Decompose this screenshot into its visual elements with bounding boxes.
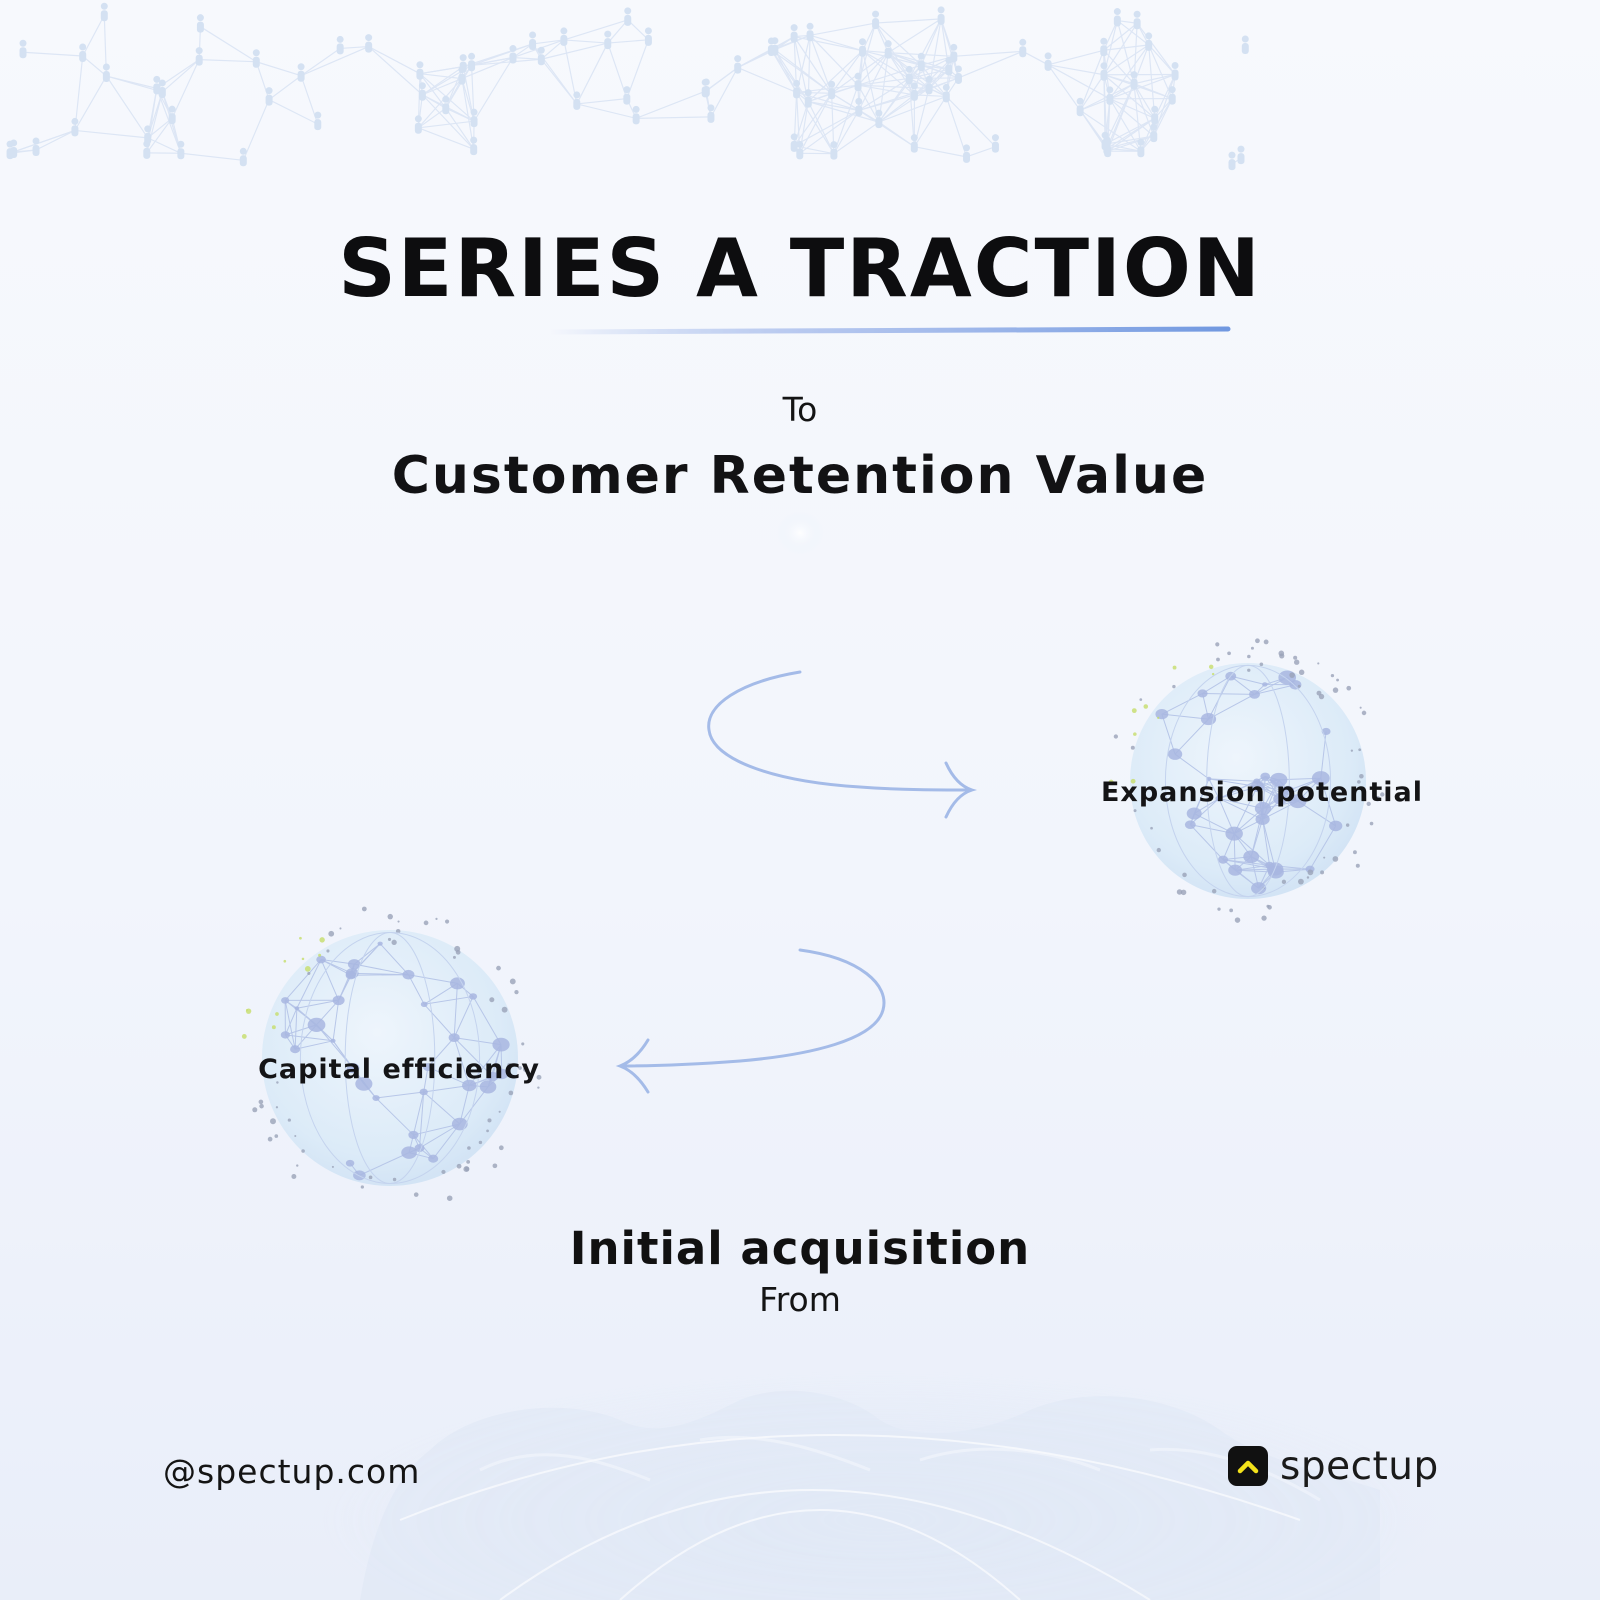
brand-name: spectup (1280, 1443, 1439, 1489)
globe-icon (1108, 638, 1385, 923)
destination-label: Customer Retention Value (391, 446, 1209, 506)
origin-label: Initial acquisition (569, 1222, 1031, 1275)
axis-top-cap (776, 511, 824, 555)
title-underline (547, 326, 1231, 335)
arrowhead-left-icon (615, 1038, 650, 1094)
world-map-decoration (320, 1370, 1440, 1600)
chevron-up-icon (1228, 1446, 1268, 1486)
footer-handle: @spectup.com (163, 1452, 421, 1491)
page-title: SERIES A TRACTION (338, 222, 1262, 315)
to-label: To (782, 390, 818, 429)
upper-loop-arrow (707, 670, 972, 792)
node-label-expansion: Expansion potential (1100, 777, 1424, 808)
people-network-decoration (6, 2, 1249, 171)
arrowhead-right-icon (944, 761, 978, 819)
from-label: From (759, 1280, 841, 1319)
brand-logo: spectup (1228, 1443, 1439, 1489)
lower-loop-arrow (620, 948, 886, 1068)
node-label-capital: Capital efficiency (258, 1054, 540, 1085)
globe-icon (241, 906, 542, 1201)
